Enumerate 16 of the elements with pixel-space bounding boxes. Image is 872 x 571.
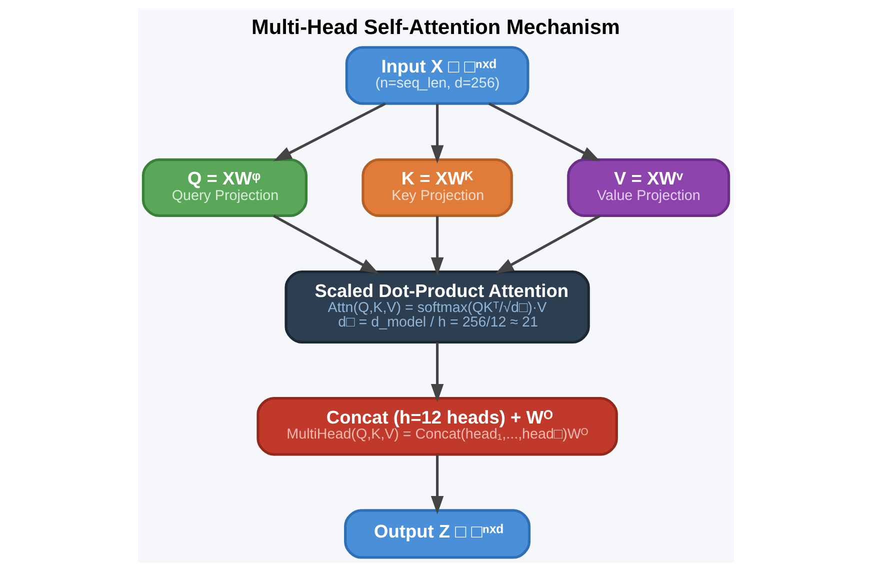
node-box: V = XWᵛ Value Projection: [567, 158, 730, 218]
arrow: [488, 102, 600, 162]
arrow: [272, 214, 379, 274]
arrow: [430, 342, 444, 402]
arrow: [430, 104, 444, 164]
node-box: Input X □ □ⁿˣᵈ (n=seq_len, d=256): [345, 46, 530, 105]
node-box: K = XWᴷ Key Projection: [362, 158, 513, 218]
arrow: [495, 214, 601, 274]
node-box: Concat (h=12 heads) + Wᴼ MultiHead(Q,K,V) = Concat(head₁,...,head□)Wᴼ: [256, 397, 618, 456]
diagram-title: Multi-Head Self-Attention Mechanism: [251, 16, 620, 40]
node-box: Output Z □ □ⁿˣᵈ: [344, 509, 531, 559]
arrow: [430, 216, 444, 276]
arrow: [430, 454, 444, 514]
node-box: Q = XWᵠ Query Projection: [142, 158, 308, 218]
node-box: Scaled Dot-Product Attention Attn(Q,K,V) = softmax(QKᵀ/√d□)·V d□ = d_model / h = 256/12 ≈ 21: [284, 270, 590, 344]
arrow: [273, 102, 386, 162]
